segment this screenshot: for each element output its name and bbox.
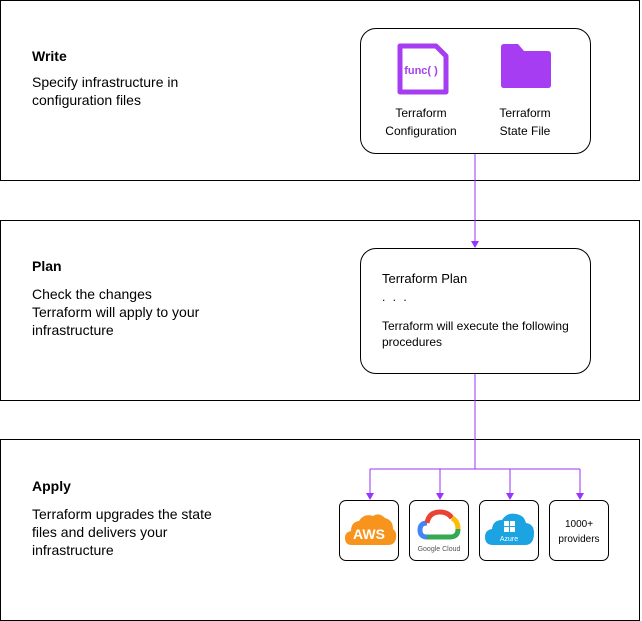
folder-icon [500,43,552,94]
apply-description: Terraform upgrades the state files and d… [32,506,212,558]
more-providers-label: providers [558,534,600,545]
label-line: State File [499,124,551,138]
azure-logo: Azure [485,513,534,545]
aws-logo: AWS [345,514,397,545]
plan-card-text: Terraform will execute the following pro… [382,319,569,349]
plan-title: Plan [32,258,62,274]
write-description: Specify infrastructure in configuration … [32,74,179,108]
arrowhead-gcp [436,493,444,500]
azure-provider: Azure [479,500,539,561]
label-line: Configuration [385,124,457,138]
more-providers: 1000+ providers [549,500,609,561]
arrowhead-azure [506,493,514,500]
label-line: Terraform [499,106,551,120]
aws-logo-text: AWS [353,526,385,542]
plan-description: Check the changes Terraform will apply t… [32,286,200,338]
more-providers-text: 1000+ providers [550,517,608,547]
plan-card-dots: . . . [382,290,409,304]
google-cloud-logo-text: Google Cloud [418,546,461,553]
plan-card-title: Terraform Plan [382,271,468,286]
terraform-state-file-label: Terraform State File [475,104,575,140]
arrowhead-plan [471,241,479,248]
more-providers-count: 1000+ [564,519,594,530]
aws-provider: AWS [339,500,399,561]
google-cloud-provider: Google Cloud [409,500,469,561]
plan-card [360,248,591,374]
azure-logo-text: Azure [500,536,518,543]
arrowhead-more [576,493,584,500]
arrowhead-aws [366,493,374,500]
label-line: Terraform [395,106,447,120]
apply-title: Apply [32,478,71,494]
terraform-configuration-label: Terraform Configuration [371,104,471,140]
write-title: Write [32,48,67,64]
code-file-icon: func( ) [397,43,449,100]
code-file-icon-text: func( ) [404,65,438,77]
google-cloud-logo: Google Cloud [417,509,461,553]
